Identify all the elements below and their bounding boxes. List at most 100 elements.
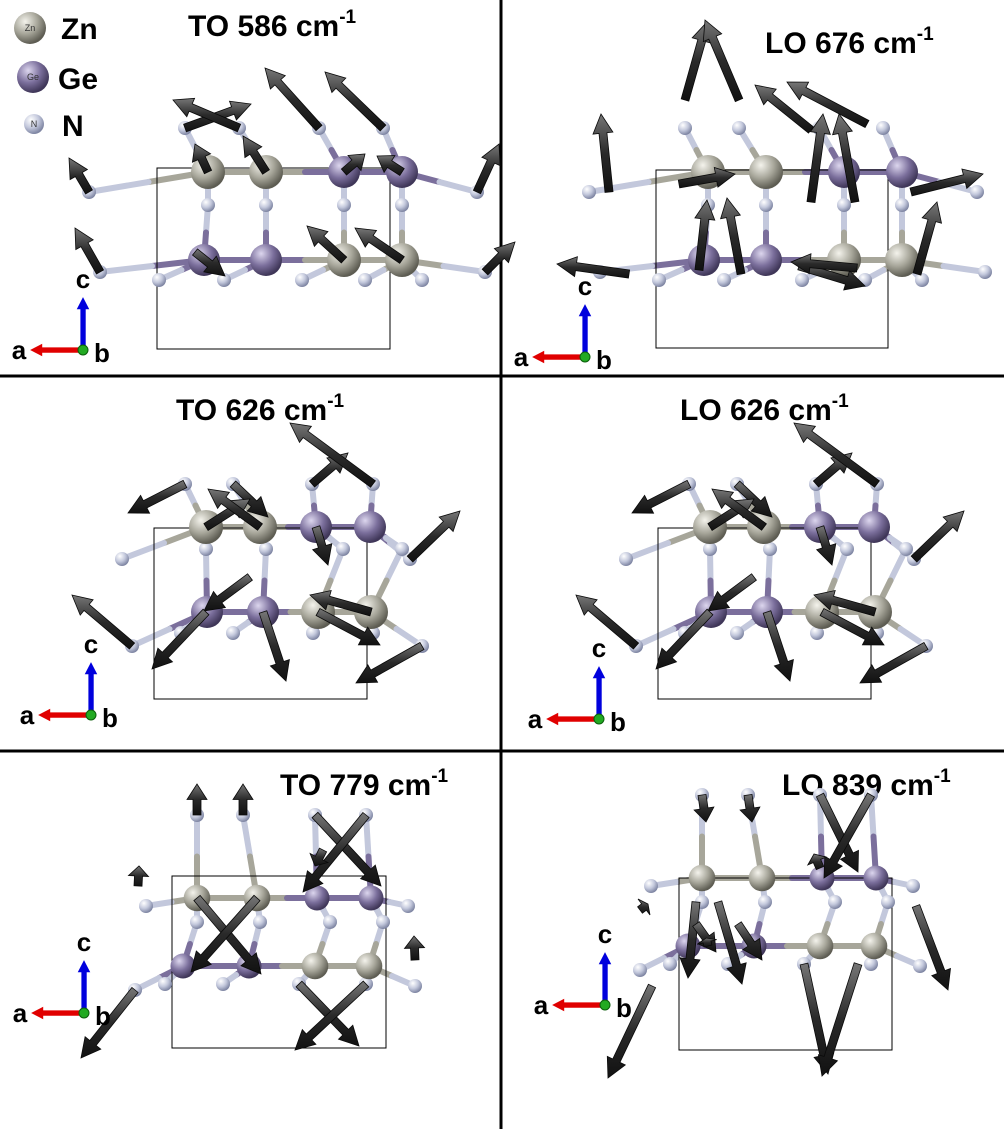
displacement-arrow	[637, 898, 651, 916]
c-axis-arrow	[592, 666, 606, 720]
ge-atom	[354, 511, 386, 543]
displacement-arrow	[734, 921, 763, 961]
displacement-arrow	[592, 113, 614, 193]
n-atom	[795, 273, 809, 287]
a-axis-arrow	[31, 1006, 85, 1020]
displacement-arrow	[71, 594, 136, 650]
n-atom	[864, 957, 878, 971]
displacement-arrow	[264, 67, 323, 132]
displacement-arrow	[790, 253, 858, 275]
c-axis-label: c	[76, 264, 90, 294]
displacement-arrow	[911, 904, 951, 991]
a-axis-arrow	[38, 708, 92, 722]
displacement-arrow	[817, 962, 863, 1077]
n-atom	[199, 542, 213, 556]
displacement-arrow	[711, 488, 767, 531]
n-atom	[358, 273, 372, 287]
displacement-arrow	[575, 594, 640, 650]
n-atom	[395, 542, 409, 556]
n-atom	[913, 959, 927, 973]
legend-item-zn: Zn Zn	[14, 12, 98, 46]
zn-atom	[355, 952, 383, 980]
b-axis-label: b	[94, 338, 110, 368]
n-atom	[840, 542, 854, 556]
zn-atom-icon	[14, 12, 46, 44]
ge-atom	[250, 244, 282, 276]
b-axis-dot	[599, 999, 611, 1011]
ge-atom-icon	[17, 61, 49, 93]
n-atom	[306, 626, 320, 640]
ge-atom	[358, 885, 384, 911]
panel-title-lo-626: LO 626 cm-1	[680, 391, 849, 427]
displacement-arrow	[311, 525, 333, 566]
displacement-arrow	[739, 793, 761, 823]
ge-atom	[863, 865, 889, 891]
unit-exponent: -1	[339, 7, 356, 28]
n-atom	[158, 977, 172, 991]
n-atom	[408, 979, 422, 993]
displacement-arrow	[315, 607, 381, 646]
n-atom	[915, 273, 929, 287]
displacement-arrow	[151, 608, 210, 670]
n-atom	[336, 542, 350, 556]
displacement-arrows	[71, 422, 461, 684]
a-axis-label: a	[528, 704, 543, 734]
legend-symbol-ge: Ge	[27, 72, 39, 82]
b-axis-dot	[77, 344, 89, 356]
n-atom	[895, 198, 909, 212]
displacement-arrow	[631, 479, 692, 514]
displacement-arrow	[355, 641, 425, 684]
legend-item-ge: Ge Ge	[17, 61, 98, 96]
n-atom	[717, 273, 731, 287]
legend-label-zn: Zn	[61, 13, 98, 46]
displacement-arrow	[80, 986, 139, 1059]
n-atom	[730, 626, 744, 640]
n-atom	[217, 273, 231, 287]
displacement-arrow	[815, 792, 859, 873]
displacement-arrow	[912, 201, 943, 276]
a-axis-arrow	[546, 712, 600, 726]
ge-atom	[750, 244, 782, 276]
unit-exponent: -1	[832, 391, 849, 412]
a-axis-label: a	[514, 342, 529, 372]
bond	[119, 540, 167, 562]
displacement-arrow	[694, 199, 716, 271]
legend-symbol-n: N	[31, 119, 38, 129]
panel-title-lo-676: LO 676 cm-1	[765, 24, 934, 60]
b-axis-label: b	[596, 345, 612, 375]
bond	[623, 540, 671, 562]
n-atom	[395, 198, 409, 212]
displacement-arrow	[832, 113, 860, 204]
n-atom-icon	[24, 114, 44, 134]
displacement-arrow	[677, 166, 736, 189]
displacement-arrow	[289, 422, 376, 488]
b-axis-label: b	[610, 707, 626, 737]
n-atom	[295, 273, 309, 287]
displacement-arrow	[190, 894, 261, 973]
legend-symbol-zn: Zn	[25, 23, 36, 33]
displacement-arrow	[859, 641, 929, 684]
element-legend: Zn Zn Ge Ge N N	[14, 12, 98, 143]
legend-item-n: N N	[24, 110, 84, 143]
displacement-arrow	[679, 901, 701, 979]
displacement-arrow	[186, 783, 208, 816]
unit-label: cm	[890, 769, 933, 802]
displacement-arrow	[340, 153, 366, 176]
legend-label-n: N	[62, 110, 84, 143]
displacement-arrows	[556, 19, 984, 291]
displacement-arrow	[655, 608, 714, 670]
n-atom	[337, 198, 351, 212]
ge-atom	[170, 953, 196, 979]
n-atom	[881, 895, 895, 909]
n-atom	[899, 542, 913, 556]
n-atom	[259, 542, 273, 556]
ge-atom	[858, 511, 890, 543]
n-atom	[190, 915, 204, 929]
unit-label: cm	[873, 27, 916, 60]
c-axis-label: c	[598, 919, 612, 949]
